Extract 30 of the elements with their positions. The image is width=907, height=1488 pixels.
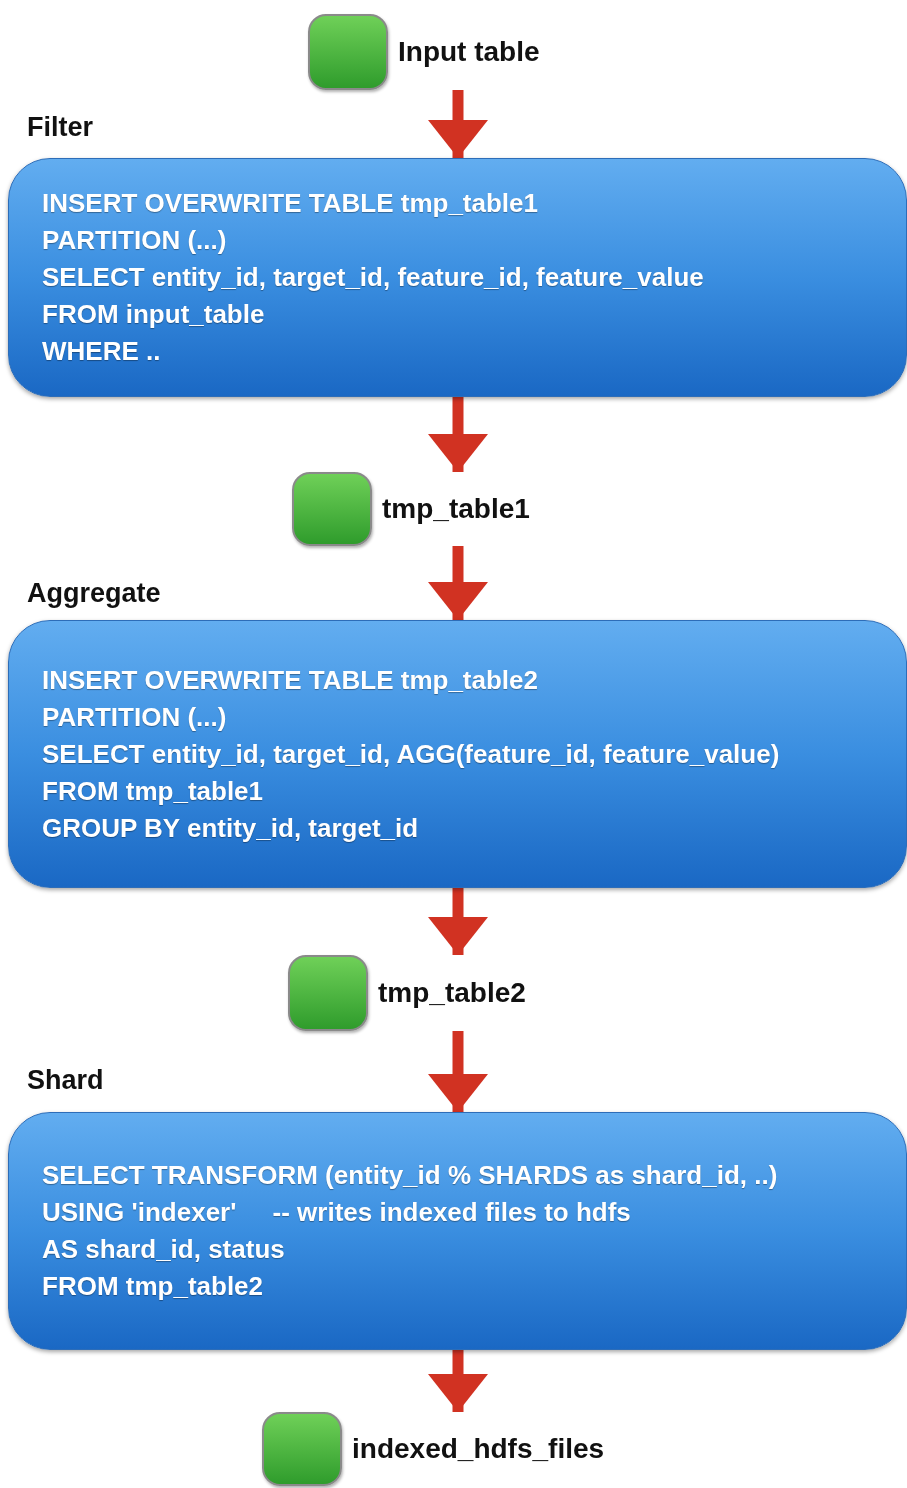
step-heading: Aggregate [27, 578, 161, 609]
sql-line: PARTITION (...) [42, 224, 228, 257]
table-label: Input table [398, 36, 540, 68]
sql-line: FROM tmp_table1 [42, 774, 265, 808]
sql-line: AS shard_id, status [42, 1233, 286, 1266]
sql-line: GROUP BY entity_id, target_id [42, 811, 420, 845]
query-box [8, 158, 907, 397]
arrow [428, 1350, 488, 1412]
arrow [428, 888, 488, 955]
sql-line: USING 'indexer' -- writes indexed files to hdfs [42, 1196, 632, 1229]
step-heading: Shard [27, 1065, 104, 1096]
sql-line: FROM input_table [42, 298, 266, 331]
sql-line: INSERT OVERWRITE TABLE tmp_table2 [42, 663, 539, 697]
arrow [428, 397, 488, 472]
table-label: tmp_table2 [378, 977, 526, 1009]
sql-line: SELECT entity_id, target_id, AGG(feature_id, feature_value) [42, 737, 781, 771]
sql-line: INSERT OVERWRITE TABLE tmp_table1 [42, 187, 539, 220]
arrow [428, 1031, 488, 1112]
sql-line: PARTITION (...) [42, 700, 228, 734]
sql-line: FROM tmp_table2 [42, 1270, 265, 1303]
table-label: tmp_table1 [382, 493, 530, 525]
sql-line: SELECT TRANSFORM (entity_id % SHARDS as shard_id, ..) [42, 1159, 779, 1192]
sql-line: WHERE .. [42, 335, 162, 368]
step-heading: Filter [27, 112, 93, 143]
query-box [8, 1112, 907, 1350]
arrow [428, 546, 488, 620]
query-box [8, 620, 907, 888]
sql-line: SELECT entity_id, target_id, feature_id, feature_value [42, 261, 705, 294]
table-label: indexed_hdfs_files [352, 1433, 605, 1465]
arrow [428, 90, 488, 158]
